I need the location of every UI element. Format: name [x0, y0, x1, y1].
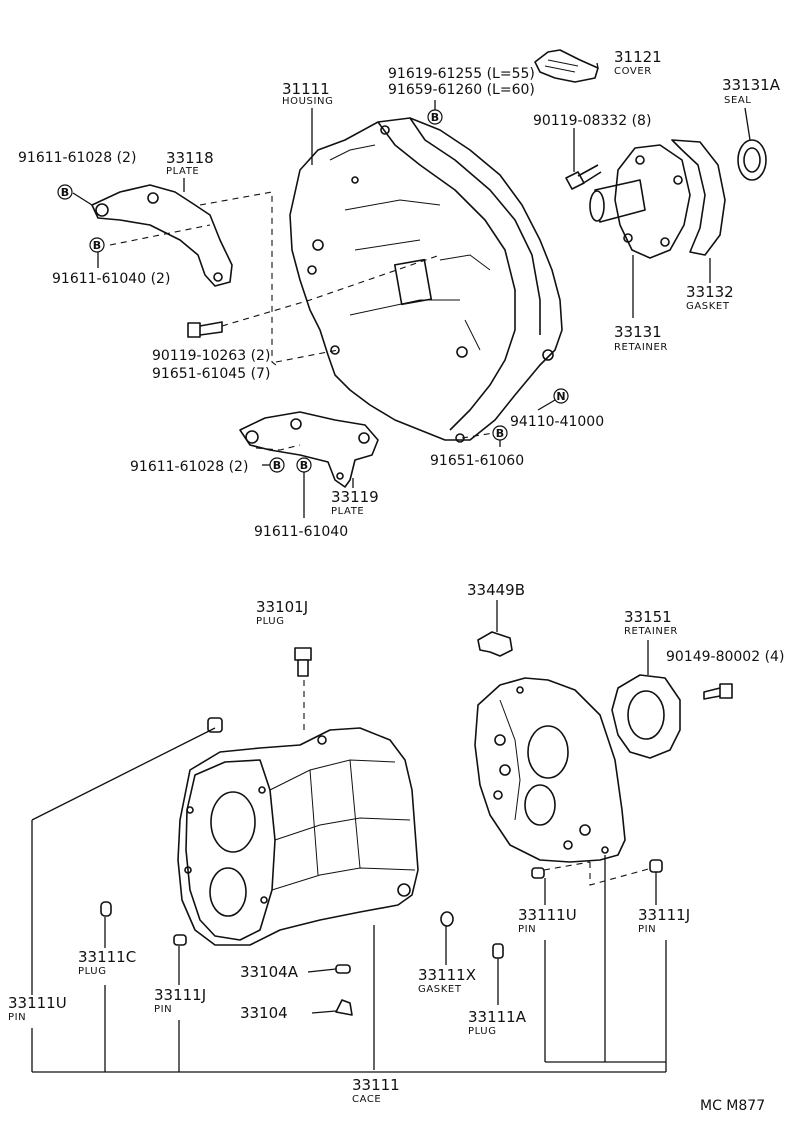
- retainer-name: RETAINER: [614, 342, 668, 353]
- plug-33111a-drawing: [492, 943, 504, 959]
- plug-c-name: PLUG: [78, 966, 107, 977]
- plug-top-name: PLUG: [256, 616, 285, 627]
- svg-text:B: B: [431, 111, 439, 124]
- bolt-marker-3: B: [89, 237, 105, 253]
- plug-a-number: 33111A: [468, 1008, 527, 1026]
- svg-text:B: B: [273, 459, 281, 472]
- nut-label: 94110-41000: [510, 414, 604, 430]
- retainer-lower-name: RETAINER: [624, 626, 678, 637]
- bolt-housing-c-label: 91651-61060: [430, 453, 524, 469]
- part-33104-label: 33104: [240, 1004, 288, 1022]
- bolt-90149-80002-drawing: [703, 683, 733, 700]
- housing-number: 31111: [282, 80, 330, 98]
- lower-leader-lines: [31, 600, 667, 1073]
- bolt-90119-10263-drawing: [187, 321, 223, 338]
- pin-left-top-drawing: [207, 717, 223, 733]
- retainer-33151-drawing: [611, 674, 681, 759]
- bracket-number: 33449B: [467, 581, 525, 599]
- bolt-plate-b-label: 91611-61040 (2): [52, 271, 170, 287]
- gasket-33111x-drawing: [440, 911, 454, 927]
- case-name: CACE: [352, 1094, 381, 1105]
- svg-text:B: B: [300, 459, 308, 472]
- bolt-l60-label: 91659-61260 (L=60): [388, 82, 535, 98]
- pin-33111j-right-drawing: [649, 859, 663, 873]
- plug-33101j-drawing: [294, 647, 312, 677]
- bolt-marker-5: B: [269, 457, 285, 473]
- plate-lower-name: PLATE: [331, 506, 364, 517]
- housing-name: HOUSING: [282, 96, 333, 107]
- svg-text:B: B: [496, 427, 504, 440]
- gasket-number: 33132: [686, 283, 734, 301]
- part-33104-drawing: [335, 999, 353, 1016]
- svg-text:N: N: [556, 390, 565, 403]
- plate-lower-number: 33119: [331, 488, 379, 506]
- gasket-33132-drawing: [671, 139, 726, 256]
- pin-u-left-number: 33111U: [8, 994, 67, 1012]
- seal-name: SEAL: [724, 95, 751, 106]
- bolt-plate-d-label: 91611-61040: [254, 524, 348, 540]
- retainer-lower-number: 33151: [624, 608, 672, 626]
- part-33104a-label: 33104A: [240, 963, 299, 981]
- bolt-90119-08332-drawing: [565, 164, 602, 190]
- bolt-marker-2: B: [57, 184, 73, 200]
- retainer-33131-drawing: [589, 144, 691, 259]
- nut-marker: N: [553, 388, 569, 404]
- plate-33119-drawing: [239, 411, 379, 488]
- case-number: 33111: [352, 1076, 400, 1094]
- retainer-number: 33131: [614, 323, 662, 341]
- bracket-33449b-drawing: [477, 631, 513, 657]
- plug-33111c-drawing: [100, 901, 112, 917]
- svg-text:B: B: [61, 186, 69, 199]
- pin-j-right-name: PIN: [638, 924, 656, 935]
- pin-j-left-name: PIN: [154, 1004, 172, 1015]
- plug-c-number: 33111C: [78, 948, 136, 966]
- lower-dashed-lines: [543, 861, 653, 886]
- bolt-housing-a-label: 90119-10263 (2): [152, 348, 270, 364]
- plate-upper-number: 33118: [166, 149, 214, 167]
- plate-33118-drawing: [91, 184, 233, 287]
- bolt-marker-1: B: [427, 109, 443, 125]
- pin-u-left-name: PIN: [8, 1012, 26, 1023]
- bolt-plate-c-label: 91611-61028 (2): [130, 459, 248, 475]
- pin-33111j-left-drawing: [173, 934, 187, 946]
- plug-a-name: PLUG: [468, 1026, 497, 1037]
- pin-j-right-number: 33111J: [638, 906, 690, 924]
- clutch-housing-drawing: [289, 117, 563, 443]
- bolt-8-label: 90119-08332 (8): [533, 113, 651, 129]
- bolt-housing-b-label: 91651-61045 (7): [152, 366, 270, 382]
- pin-u-right-name: PIN: [518, 924, 536, 935]
- svg-text:B: B: [93, 239, 101, 252]
- gasket-x-name: GASKET: [418, 984, 462, 995]
- seal-number: 33131A: [722, 76, 781, 94]
- bolt-4-label: 90149-80002 (4): [666, 649, 784, 665]
- upper-dashed-lines: [109, 191, 501, 451]
- cover-name: COVER: [614, 66, 652, 77]
- seal-33131a-drawing: [737, 139, 767, 181]
- front-plate-drawing: [474, 677, 626, 863]
- diagram-code: MC M877: [700, 1098, 765, 1114]
- cover-number: 31121: [614, 48, 662, 66]
- bolt-plate-a-label: 91611-61028 (2): [18, 150, 136, 166]
- bolt-l55-label: 91619-61255 (L=55): [388, 66, 535, 82]
- plug-top-number: 33101J: [256, 598, 308, 616]
- gasket-name: GASKET: [686, 301, 730, 312]
- pin-33111u-right-drawing: [531, 867, 545, 879]
- gasket-x-number: 33111X: [418, 966, 476, 984]
- pin-j-left-number: 33111J: [154, 986, 206, 1004]
- plate-upper-name: PLATE: [166, 166, 199, 177]
- cover-31121-drawing: [534, 49, 599, 83]
- pin-u-right-number: 33111U: [518, 906, 577, 924]
- bolt-marker-4: B: [492, 425, 508, 441]
- bolt-marker-6: B: [296, 457, 312, 473]
- transmission-case-drawing: [177, 727, 419, 946]
- part-33104a-drawing: [335, 964, 351, 974]
